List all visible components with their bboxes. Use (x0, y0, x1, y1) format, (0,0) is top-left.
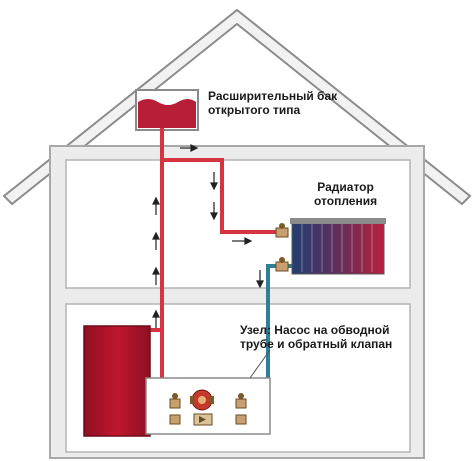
pump-label-leader (249, 349, 271, 379)
right-arrow-icon (232, 237, 253, 245)
pump-icon (190, 389, 214, 411)
up-arrow-icon (152, 196, 160, 215)
down-arrow-icon (256, 270, 264, 289)
down-arrow-icon (210, 172, 218, 191)
boiler (83, 325, 151, 437)
expansion-tank-label: Расширительный бак открытого типа (208, 89, 338, 117)
check-valve-icon (193, 413, 213, 426)
valve-icon (275, 257, 289, 272)
valve-icon (235, 393, 247, 409)
valve-icon (169, 414, 181, 425)
up-arrow-icon (152, 309, 160, 328)
right-arrow-icon (180, 144, 199, 152)
valve-icon (275, 223, 289, 238)
up-arrow-icon (152, 266, 160, 285)
down-arrow-icon (210, 202, 218, 221)
pump-unit-label: Узел: Насос на обводной трубе и обратный… (240, 323, 393, 351)
valve-icon (169, 393, 181, 409)
up-arrow-icon (152, 231, 160, 250)
radiator-label: Радиатор отопления (314, 180, 378, 208)
expansion-tank (135, 89, 199, 140)
roof (2, 8, 472, 206)
radiator (290, 218, 386, 275)
valve-icon (235, 414, 247, 425)
pump-unit (145, 377, 271, 435)
